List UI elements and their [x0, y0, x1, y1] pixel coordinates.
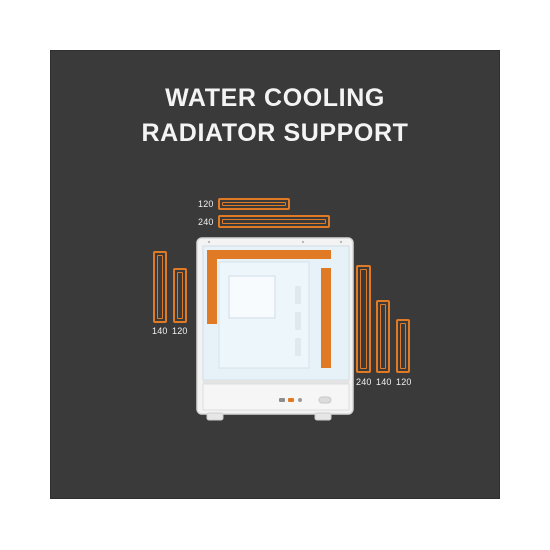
title-line-2: RADIATOR SUPPORT — [141, 119, 409, 147]
case-foot-left — [206, 412, 224, 421]
top-radiator-240-outline — [218, 215, 330, 228]
top-mount-240-label: 240 — [198, 217, 214, 227]
side-radiator-140-outline — [376, 300, 390, 373]
power-button — [318, 396, 332, 404]
pc-case-illustration — [196, 237, 354, 421]
side-radiator-240-outline — [356, 265, 371, 373]
front-radiator-140-outline — [153, 251, 167, 323]
side-mount-240-label: 240 — [356, 377, 372, 387]
side-mount-140-label: 140 — [376, 377, 392, 387]
psu-shroud — [202, 383, 350, 411]
title-line-1: WATER COOLING — [165, 84, 385, 112]
top-radiator-120-outline — [218, 198, 290, 210]
case-foot-right — [314, 412, 332, 421]
usb-port-accent — [288, 398, 294, 402]
front-radiator-fill — [207, 250, 217, 324]
front-mount-140-label: 140 — [152, 326, 168, 336]
cpu-cutout — [228, 275, 276, 319]
side-radiator-fill — [321, 268, 331, 368]
top-mount-120-label: 120 — [198, 199, 214, 209]
side-mount-120-label: 120 — [396, 377, 412, 387]
side-radiator-120-outline — [396, 319, 410, 373]
front-radiator-120-outline — [173, 268, 187, 323]
audio-jack — [298, 398, 302, 402]
front-mount-120-label: 120 — [172, 326, 188, 336]
top-radiator-fill — [207, 250, 331, 259]
usb-port — [279, 398, 285, 402]
